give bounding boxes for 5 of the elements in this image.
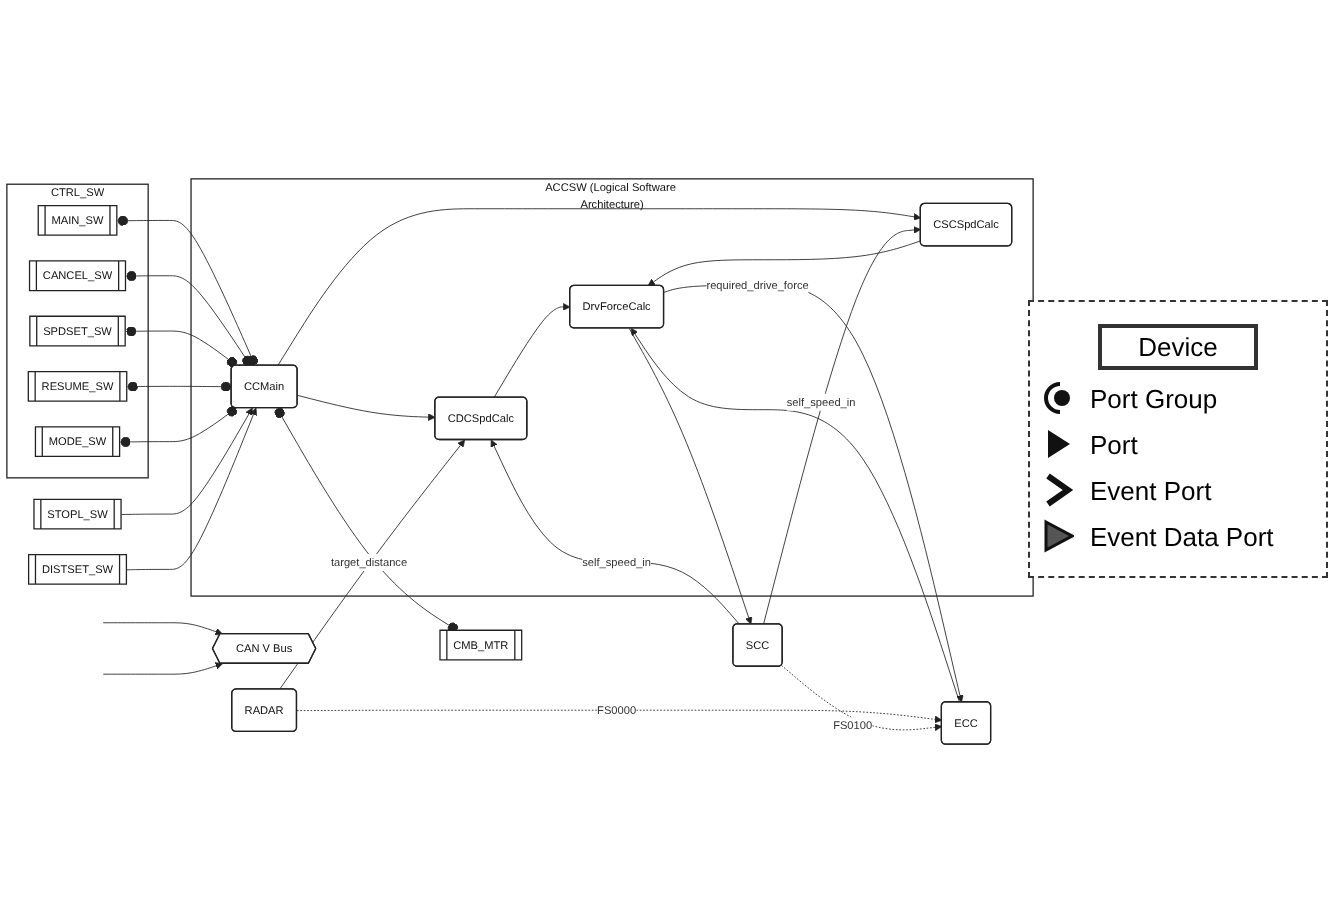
legend-text: Event Port bbox=[1090, 475, 1212, 505]
legend-text: Event Data Port bbox=[1090, 521, 1274, 551]
legend-text: Port bbox=[1090, 429, 1138, 459]
device-legend-sample: Device bbox=[1098, 324, 1258, 370]
legend-text: Port Group bbox=[1090, 383, 1218, 413]
